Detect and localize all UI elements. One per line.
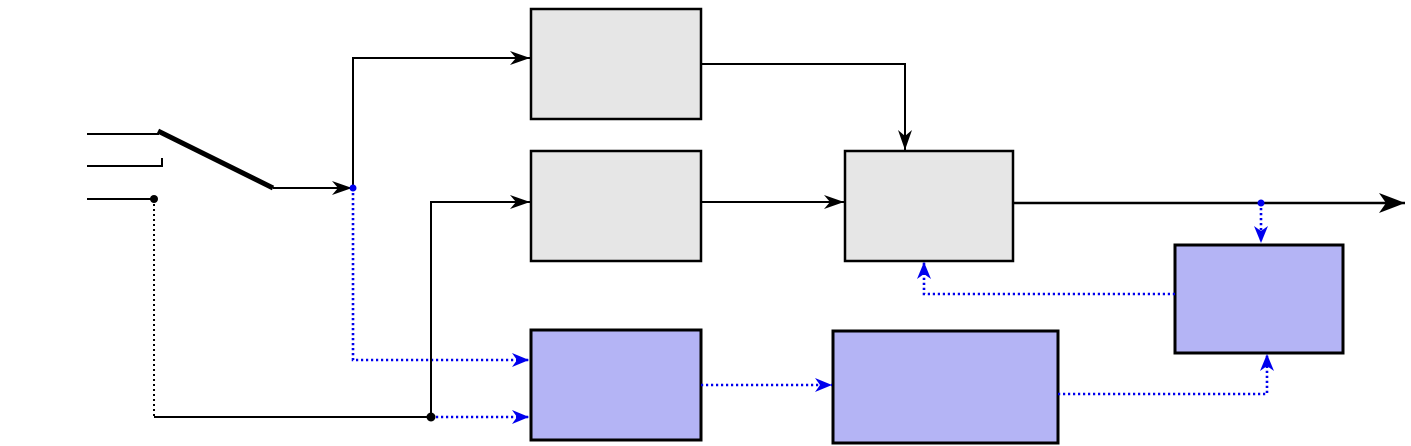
pole-adapt-tap [351,188,529,367]
bottom-terminal-contact-dot [150,195,158,203]
switch-input-line-middle [87,158,163,167]
blue-block-bottom-middle [831,329,1060,445]
junction-to-middle-block [430,195,530,417]
wire-junction-dot [426,412,436,422]
blue-block-right [1173,243,1345,355]
blue-middle-to-right [1058,354,1274,396]
gray-block-combiner [843,149,1015,263]
output-tap-dot [1257,199,1265,207]
gray-block-middle [529,149,703,263]
right-blue-feedback [917,262,1175,296]
pole-to-top-block [352,51,530,188]
switch-arm [156,128,275,191]
gray-block-top [529,7,703,121]
blue-block-bottom-left [529,328,703,442]
pole-junction-dot [349,184,357,192]
top-block-to-combiner [701,63,912,150]
